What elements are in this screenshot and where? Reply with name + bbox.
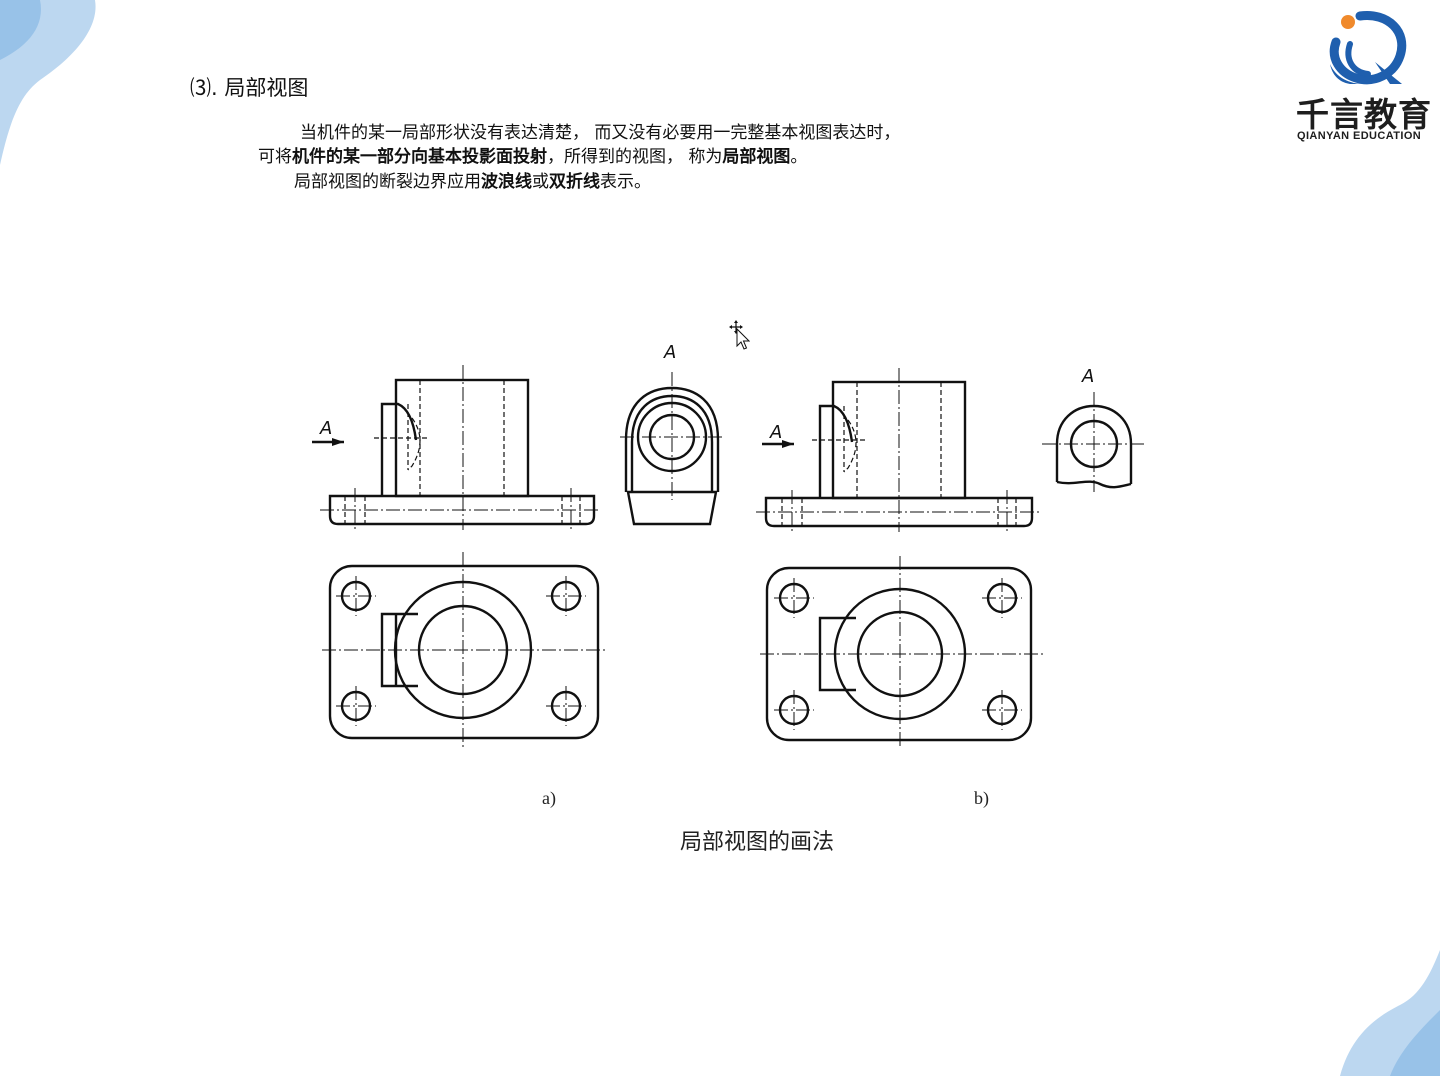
qianyan-logo-icon (1329, 11, 1407, 85)
move-cursor-icon (729, 320, 750, 350)
line2-bold-definition: 机件的某一部分向基本投影面投射 (292, 147, 547, 167)
logo-name-en: QIANYAN EDUCATION (1297, 130, 1422, 142)
line3-bold-wavy: 波浪线 (481, 172, 532, 192)
view-letter-b-side: A (1081, 366, 1094, 387)
line3-a: 局部视图的断裂边界应用 (294, 172, 481, 192)
section-heading: ⑶. 局部视图 (190, 76, 309, 100)
top-view-a (322, 552, 606, 750)
front-view-b (756, 368, 1040, 532)
line2-bold-term: 局部视图 (722, 147, 791, 167)
line2-a: 可将 (258, 147, 292, 167)
line2-c: ，所得到的视图， 称为 (547, 147, 723, 167)
line3-bold-zigzag: 双折线 (549, 172, 600, 192)
partial-view-b (1042, 392, 1144, 492)
line3-e: 表示。 (600, 172, 651, 192)
view-letter-a-side: A (663, 342, 676, 363)
top-left-decoration (0, 0, 96, 165)
logo-name-cn: 千言教育 (1296, 95, 1432, 134)
line1-text: 当机件的某一局部形状没有表达清楚， 而又没有必要用一完整基本视图表达时， (300, 123, 901, 143)
figure-label-b: b) (974, 788, 989, 808)
top-view-b (760, 556, 1044, 748)
paragraph-line-1: 当机件的某一局部形状没有表达清楚， 而又没有必要用一完整基本视图表达时， (300, 121, 900, 145)
paragraph-line-3: 局部视图的断裂边界应用波浪线或双折线表示。 (294, 170, 651, 194)
line2-e: 。 (790, 147, 808, 167)
figure-label-a: a) (542, 788, 556, 808)
front-view-a (312, 365, 600, 530)
bottom-right-decoration (1340, 950, 1440, 1076)
view-letter-b-front: A (769, 422, 782, 443)
line3-c: 或 (532, 172, 549, 192)
view-letter-a-front: A (319, 418, 332, 439)
technical-drawing: .t { stroke:#111; stroke-width:2.4; fill… (312, 342, 1144, 750)
figure-caption: 局部视图的画法 (680, 830, 835, 855)
paragraph-line-2: 可将机件的某一部分向基本投影面投射，所得到的视图， 称为局部视图。 (258, 145, 807, 169)
partial-view-a (620, 372, 724, 526)
